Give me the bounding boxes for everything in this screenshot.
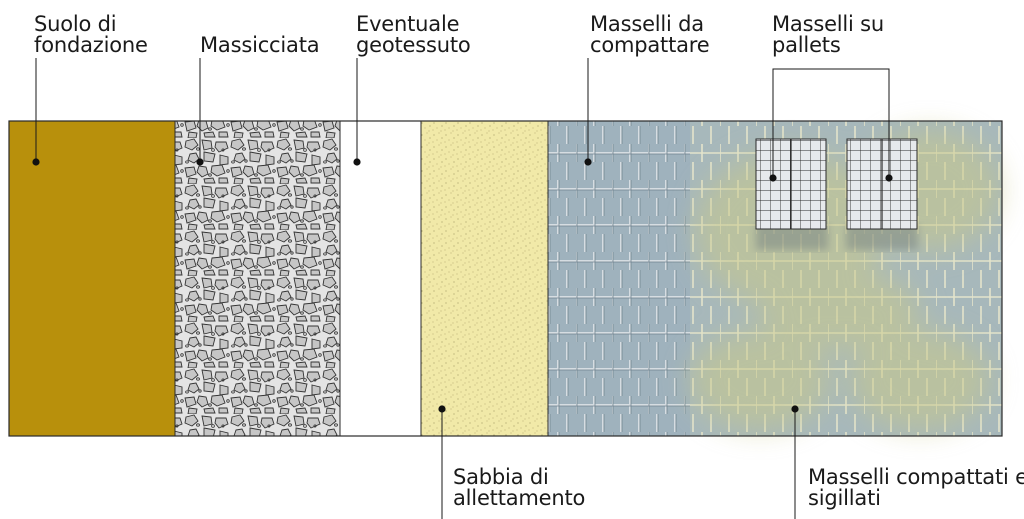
label-massicciata: Massicciata <box>200 33 320 57</box>
leader-dots <box>32 158 893 413</box>
massicciata-layer <box>175 121 340 436</box>
label-masselli-compattati-e-sigillati: Masselli compattati e sigillati <box>808 465 1024 510</box>
label-suolo-di-fondazione: Suolo di fondazione <box>34 12 148 57</box>
label-sabbia-di-allettamento: Sabbia di allettamento <box>453 465 586 510</box>
geotessuto-layer <box>340 121 421 436</box>
sabbia-layer <box>421 121 548 436</box>
label-eventuale-geotessuto: Eventuale geotessuto <box>356 12 471 57</box>
pallet-left <box>755 138 827 230</box>
leader-lines <box>35 58 890 519</box>
suolo-layer <box>9 121 175 436</box>
masselli-da-compattare-layer <box>548 121 690 436</box>
pallet-right <box>846 138 918 230</box>
label-masselli-su-pallets: Masselli su pallets <box>772 12 885 57</box>
label-masselli-da-compattare: Masselli da compattare <box>590 12 710 57</box>
